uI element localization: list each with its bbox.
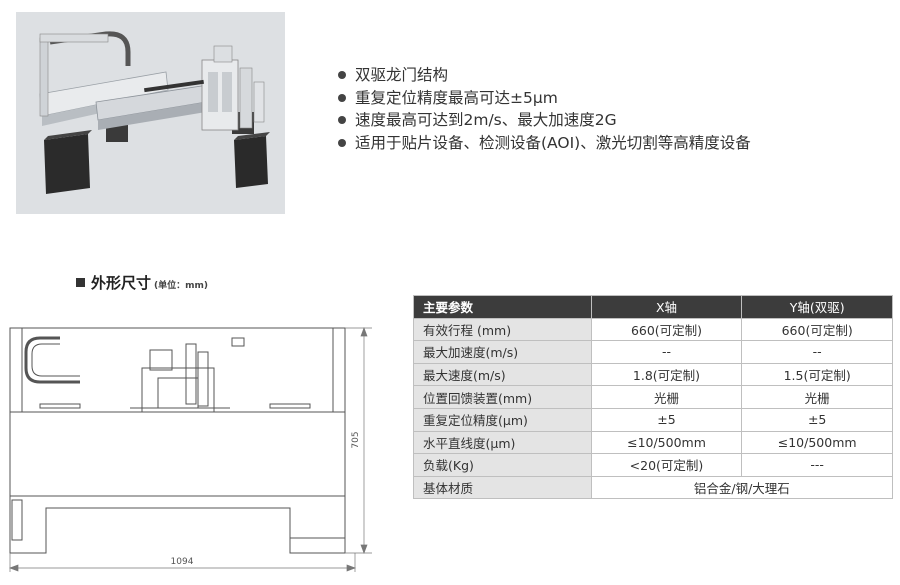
bullet-icon xyxy=(338,116,346,125)
feature-item: 双驱龙门结构 xyxy=(338,64,751,87)
width-dimension-label: 1094 xyxy=(171,557,194,567)
dimensions-unit: (单位：mm) xyxy=(154,281,208,291)
square-bullet-icon xyxy=(76,278,85,287)
header-param: 主要参数 xyxy=(413,295,592,319)
feature-item: 适用于贴片设备、检测设备(AOI)、激光切割等高精度设备 xyxy=(338,132,751,155)
table-row: 有效行程 (mm) 660(可定制) 660(可定制) xyxy=(413,317,893,342)
dimension-drawing: 705 1094 xyxy=(0,318,380,585)
spec-table: 主要参数 X轴 Y轴(双驱) 有效行程 (mm) 660(可定制) 660(可定… xyxy=(413,295,894,500)
bullet-icon xyxy=(338,71,346,80)
height-dimension-label: 705 xyxy=(351,431,361,448)
product-photo xyxy=(16,12,285,214)
header-y-axis: Y轴(双驱) xyxy=(741,295,893,319)
feature-item: 重复定位精度最高可达±5μm xyxy=(338,87,751,110)
table-row: 位置回馈装置(mm) 光栅 光栅 xyxy=(413,385,893,409)
table-row: 水平直线度(μm) ≤10/500mm ≤10/500mm xyxy=(413,430,893,455)
gantry-illustration xyxy=(39,31,270,194)
feature-item: 速度最高可达到2m/s、最大加速度2G xyxy=(338,109,751,132)
table-row-material: 基体材质 铝合金/钢/大理石 xyxy=(413,475,894,500)
table-row: 最大加速度(m/s) -- -- xyxy=(413,340,893,364)
feature-list: 双驱龙门结构 重复定位精度最高可达±5μm 速度最高可达到2m/s、最大加速度2… xyxy=(338,64,751,154)
dimensions-heading: 外形尺寸 (单位：mm) xyxy=(76,272,208,293)
dimensions-title: 外形尺寸 xyxy=(91,274,152,292)
front-view-drawing: 705 1094 xyxy=(9,327,372,572)
bullet-icon xyxy=(338,93,346,102)
table-row: 最大速度(m/s) 1.8(可定制) 1.5(可定制) xyxy=(413,362,893,387)
table-header-row: 主要参数 X轴 Y轴(双驱) xyxy=(413,295,893,319)
table-row: 重复定位精度(μm) ±5 ±5 xyxy=(413,407,893,432)
table-row: 负载(Kg) <20(可定制) --- xyxy=(413,453,893,477)
bullet-icon xyxy=(338,138,346,147)
header-x-axis: X轴 xyxy=(590,295,743,319)
